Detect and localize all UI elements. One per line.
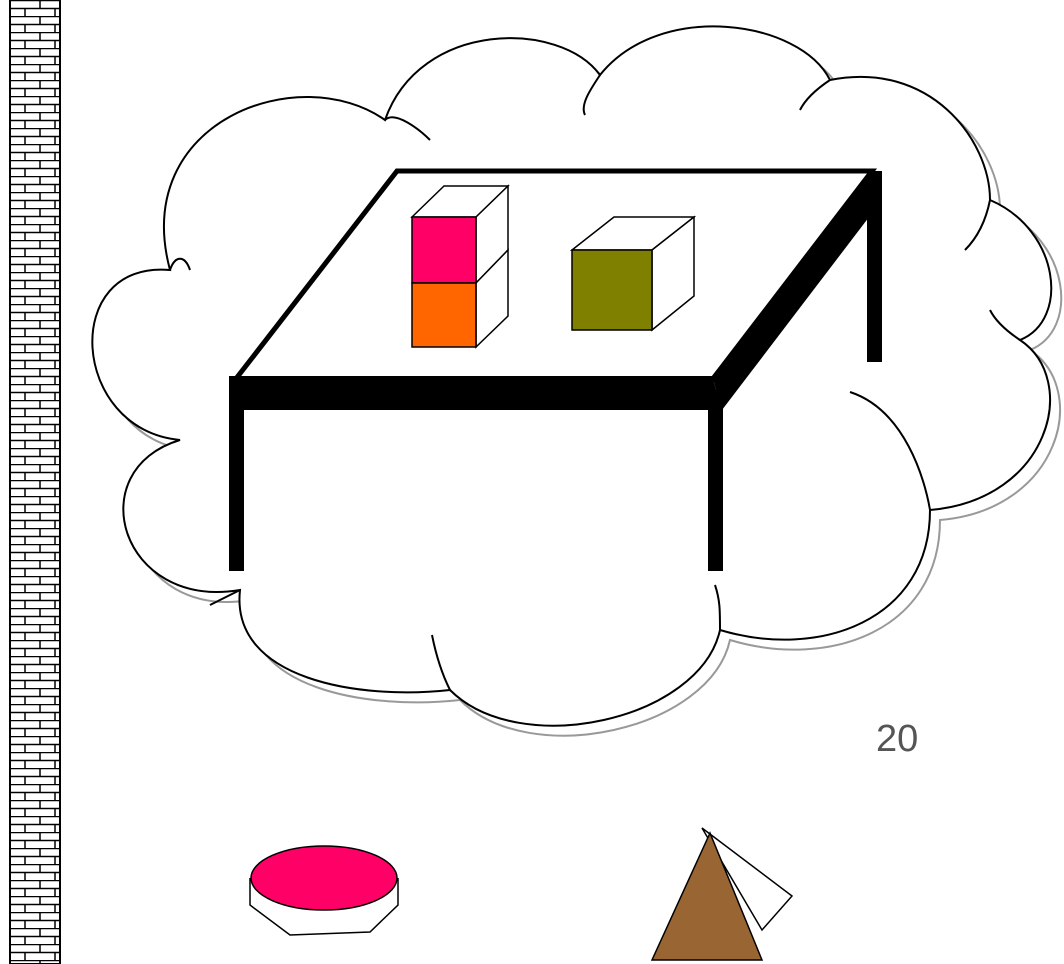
page-number: 20 [876,718,918,761]
brick-wall [10,0,60,964]
table-leg-back-right [867,171,882,362]
table-leg-front-right [708,390,723,571]
pink-cylinder [250,846,398,935]
table-front-edge [232,376,722,410]
table-leg-front-left [229,376,244,571]
brown-pyramid [652,828,792,960]
